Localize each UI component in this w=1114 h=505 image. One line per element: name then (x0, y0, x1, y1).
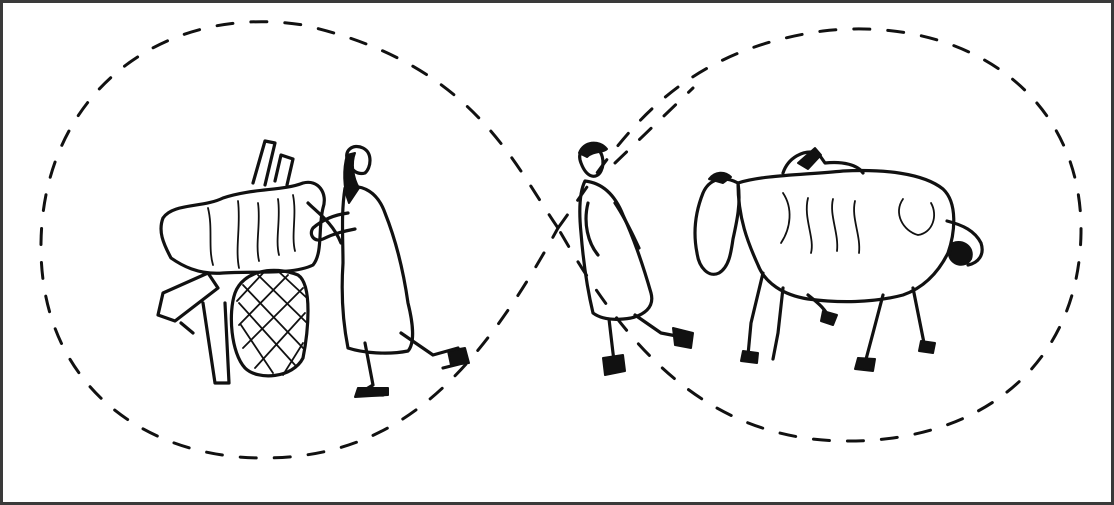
standing-person-illustration (579, 143, 693, 375)
cow-illustration (695, 148, 982, 371)
illustration-panel (3, 3, 1111, 502)
bubble-tail (615, 88, 693, 163)
woodcut-illustration (3, 3, 1111, 502)
left-thought-bubble-outline (41, 22, 558, 458)
right-thought-bubble-outline (558, 29, 1081, 441)
farmer-with-cart-illustration (158, 141, 469, 397)
